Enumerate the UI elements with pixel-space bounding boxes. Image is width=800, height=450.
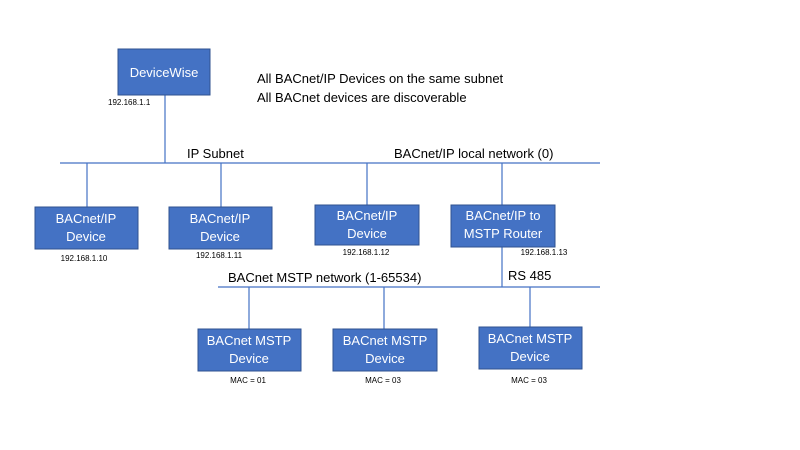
ip-device-label-line1: BACnet/IP (190, 211, 251, 226)
mstp-device-mac: MAC = 03 (365, 376, 401, 385)
ip-device-box (34, 206, 139, 250)
mstp-device-2: BACnet MSTP Device MAC = 03 (332, 328, 438, 385)
rs485-label: RS 485 (508, 268, 551, 283)
ip-device-address: 192.168.1.10 (61, 254, 108, 263)
note-line-2: All BACnet devices are discoverable (257, 90, 467, 105)
ip-device-3: BACnet/IP Device 192.168.1.12 (314, 204, 420, 257)
mstp-device-label-line1: BACnet MSTP (488, 331, 573, 346)
router-label-line1: BACnet/IP to (466, 208, 541, 223)
mstp-device-box (478, 326, 583, 370)
router-label-line2: MSTP Router (464, 226, 543, 241)
mstp-device-label-line1: BACnet MSTP (343, 333, 428, 348)
ip-device-1: BACnet/IP Device 192.168.1.10 (34, 206, 139, 263)
mstp-device-label-line2: Device (510, 349, 550, 364)
mstp-device-1: BACnet MSTP Device MAC = 01 (197, 328, 302, 385)
mstp-device-label-line1: BACnet MSTP (207, 333, 292, 348)
note-line-1: All BACnet/IP Devices on the same subnet (257, 71, 504, 86)
devicewise-box (117, 48, 211, 96)
devicewise-ip: 192.168.1.1 (108, 98, 151, 107)
ip-device-label-line1: BACnet/IP (56, 211, 117, 226)
ip-device-box (168, 206, 273, 250)
ip-device-2: BACnet/IP Device 192.168.1.11 (168, 206, 273, 260)
mstp-device-label-line2: Device (229, 351, 269, 366)
mstp-network-label: BACnet MSTP network (1-65534) (228, 270, 421, 285)
ip-subnet-label: IP Subnet (187, 146, 244, 161)
ip-device-box (314, 204, 420, 246)
mstp-device-box (197, 328, 302, 372)
ip-device-label-line1: BACnet/IP (337, 208, 398, 223)
devicewise-node: DeviceWise 192.168.1.1 (108, 48, 211, 107)
ip-device-address: 192.168.1.12 (343, 248, 390, 257)
mstp-device-mac: MAC = 03 (511, 376, 547, 385)
router-address: 192.168.1.13 (521, 248, 568, 257)
ip-device-address: 192.168.1.11 (196, 251, 243, 260)
ip-device-label-line2: Device (347, 226, 387, 241)
mstp-device-box (332, 328, 438, 372)
bacnet-ip-network-label: BACnet/IP local network (0) (394, 146, 553, 161)
router-box (450, 204, 556, 248)
ip-device-label-line2: Device (66, 229, 106, 244)
ip-device-label-line2: Device (200, 229, 240, 244)
mstp-device-mac: MAC = 01 (230, 376, 266, 385)
devicewise-label: DeviceWise (130, 65, 199, 80)
mstp-device-3: BACnet MSTP Device MAC = 03 (478, 326, 583, 385)
mstp-device-label-line2: Device (365, 351, 405, 366)
router-node: BACnet/IP to MSTP Router 192.168.1.13 (450, 204, 568, 257)
